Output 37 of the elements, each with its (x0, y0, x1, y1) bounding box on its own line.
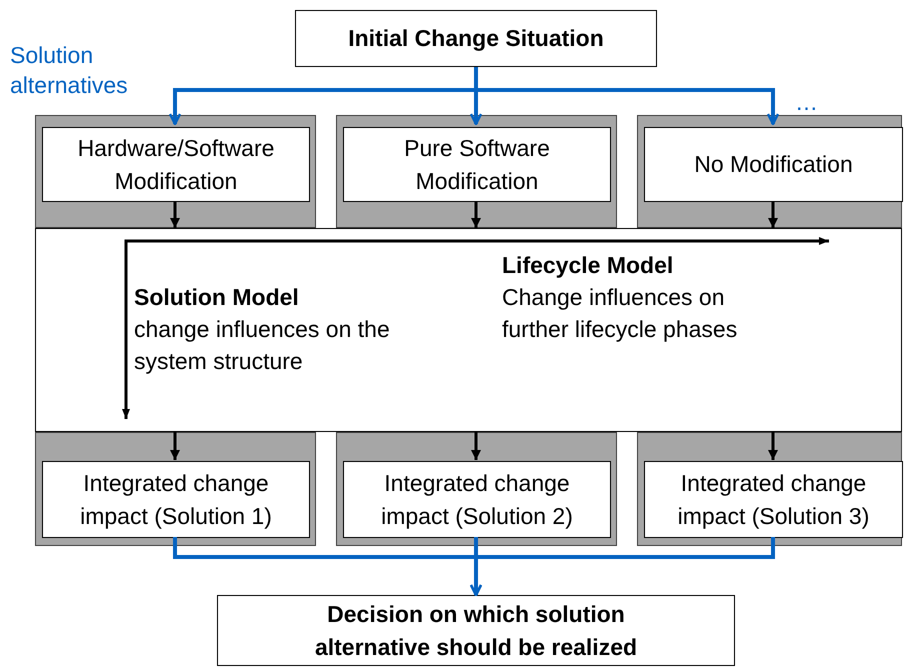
arrow (768, 432, 778, 460)
process-box (217, 595, 735, 666)
description: Change influences on further lifecycle phases (502, 283, 738, 344)
arrow (470, 537, 775, 596)
alternative-panel (35, 115, 316, 228)
arrow (170, 201, 180, 228)
annotation-text: Solution alternatives (10, 41, 129, 100)
alternative-panel (637, 115, 902, 228)
alternative-panel (336, 115, 617, 228)
box-label: Hardware/Software Modification (76, 134, 276, 196)
process-box (295, 10, 657, 67)
alternative-panel (637, 432, 902, 546)
process-box (644, 127, 903, 202)
process-box (42, 127, 310, 202)
heading: Lifecycle Model (502, 251, 674, 280)
process-box (644, 461, 903, 538)
arrow (768, 201, 778, 228)
box-label: Integrated change impact (Solution 3) (676, 469, 870, 531)
box-label: No Modification (694, 150, 853, 180)
process-box (42, 461, 310, 538)
arrow (170, 432, 180, 460)
description: change influences on the system structure (134, 315, 391, 376)
model-panel (35, 228, 902, 432)
box-label: Integrated change impact (Solution 1) (79, 469, 273, 531)
ellipsis-text: … (795, 88, 819, 117)
arrow (474, 67, 780, 126)
alternative-panel (336, 432, 617, 546)
process-box (343, 461, 611, 538)
box-label: Decision on which solution alternative should be realized (314, 600, 638, 662)
box-label: Initial Change Situation (348, 24, 604, 54)
box-label: Pure Software Modification (403, 134, 551, 196)
box-label: Integrated change impact (Solution 2) (380, 469, 574, 531)
alternative-panel (35, 432, 316, 546)
heading: Solution Model (134, 283, 300, 312)
arrow (471, 201, 481, 228)
arrow (471, 432, 481, 460)
process-box (343, 127, 611, 202)
